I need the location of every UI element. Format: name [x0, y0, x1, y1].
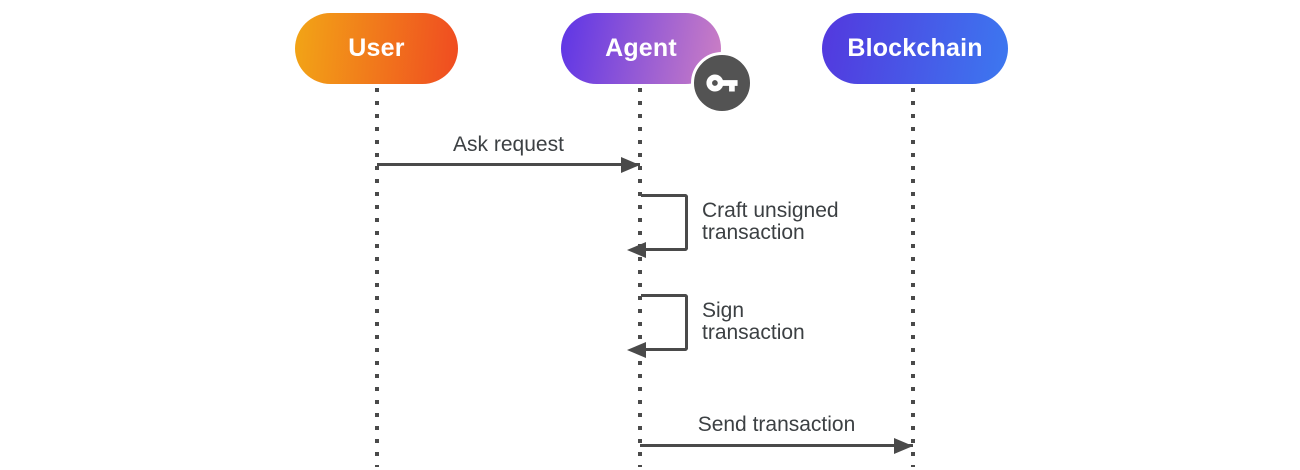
message-label-send-transaction: Send transaction	[697, 413, 856, 436]
actor-label-agent: Agent	[605, 34, 677, 62]
message-label-ask-request: Ask request	[453, 133, 564, 156]
arrowhead-left-icon	[627, 341, 646, 358]
message-arrow-ask-request	[377, 156, 640, 173]
lifeline-blockchain	[911, 88, 915, 467]
message-label-sign-transaction: Sign transaction	[702, 299, 805, 344]
key-icon	[705, 66, 739, 100]
key-badge	[691, 52, 753, 114]
message-arrow-send-transaction	[640, 437, 913, 454]
self-loop-craft-unsigned-transaction	[627, 194, 688, 258]
arrowhead-left-icon	[627, 241, 646, 258]
message-label-craft-unsigned-transaction: Craft unsigned transaction	[702, 199, 839, 244]
arrowhead-right-icon	[621, 156, 640, 173]
actor-label-user: User	[348, 34, 405, 62]
arrowhead-right-icon	[894, 437, 913, 454]
actor-label-blockchain: Blockchain	[847, 34, 983, 62]
actor-pill-user: User	[295, 13, 458, 84]
lifeline-user	[375, 88, 379, 467]
actor-pill-blockchain: Blockchain	[822, 13, 1008, 84]
self-loop-sign-transaction	[627, 294, 688, 358]
lifeline-agent	[638, 88, 642, 467]
actor-pill-agent: Agent	[561, 13, 721, 84]
